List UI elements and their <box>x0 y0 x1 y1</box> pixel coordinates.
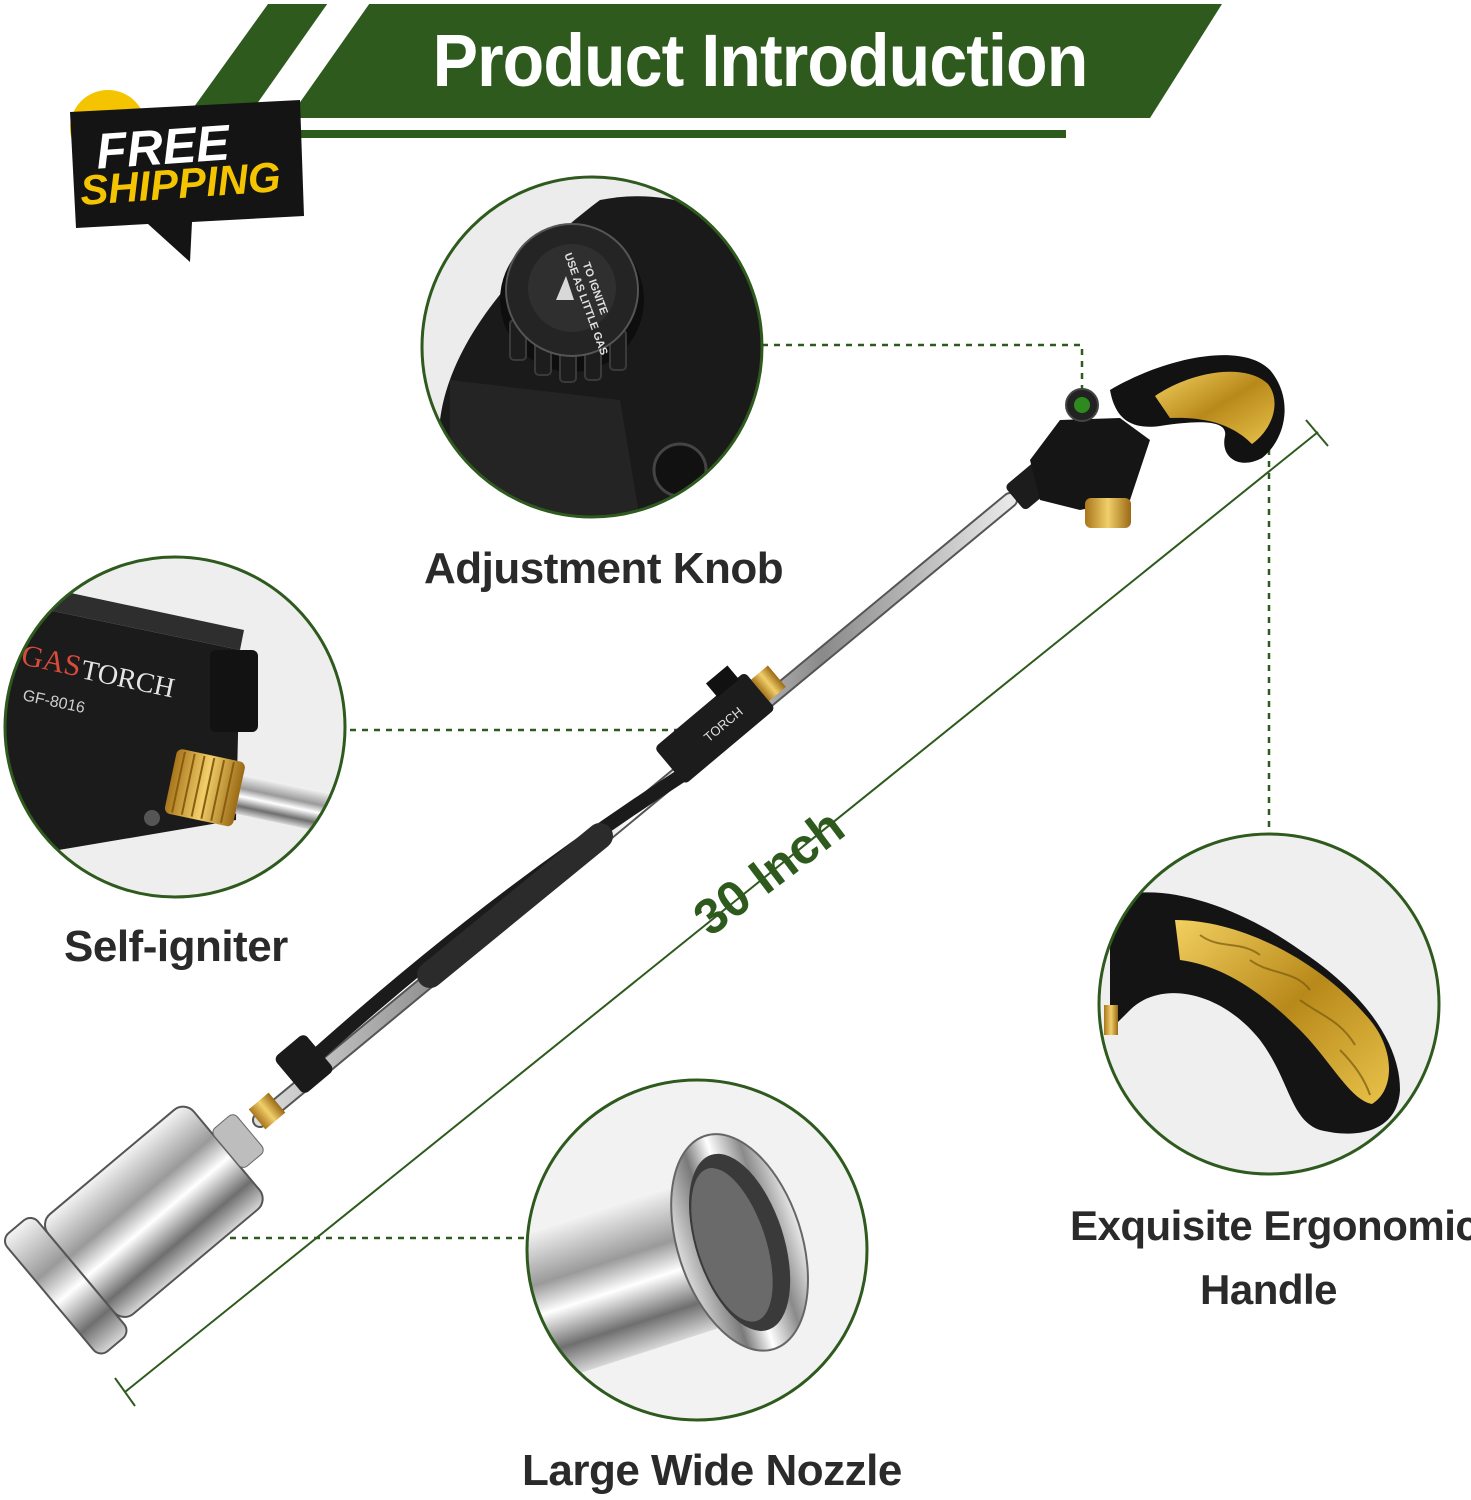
leader-lines <box>170 343 1271 1240</box>
label-handle-line1: Exquisite Ergonomic <box>1070 1202 1471 1249</box>
banner-gap <box>254 0 372 108</box>
gas-torch: TORCH <box>4 355 1285 1355</box>
label-self-igniter: Self-igniter <box>64 922 288 971</box>
badge-tag <box>70 100 304 262</box>
page-title: Product Introduction <box>432 19 1089 102</box>
detail-adjustment-knob: USE AS LITTLE GAS TO IGNITE <box>420 175 764 519</box>
handle-assembly <box>1006 355 1285 528</box>
nozzle-barrel <box>4 1105 264 1355</box>
title-banner <box>186 0 1222 138</box>
igniter-block: TORCH <box>656 665 786 783</box>
label-handle-line2: Handle <box>1200 1266 1338 1313</box>
label-large-nozzle: Large Wide Nozzle <box>522 1446 902 1495</box>
detail-large-nozzle <box>525 1078 869 1422</box>
banner-underline <box>186 130 1066 138</box>
label-adjustment-knob: Adjustment Knob <box>424 544 784 593</box>
free-shipping-badge <box>70 90 304 262</box>
detail-ergonomic-handle <box>1097 832 1441 1176</box>
dimension-line <box>114 419 1329 1407</box>
detail-self-igniter: GAS TORCH GF-8016 <box>3 555 347 899</box>
banner-main <box>248 4 1222 118</box>
